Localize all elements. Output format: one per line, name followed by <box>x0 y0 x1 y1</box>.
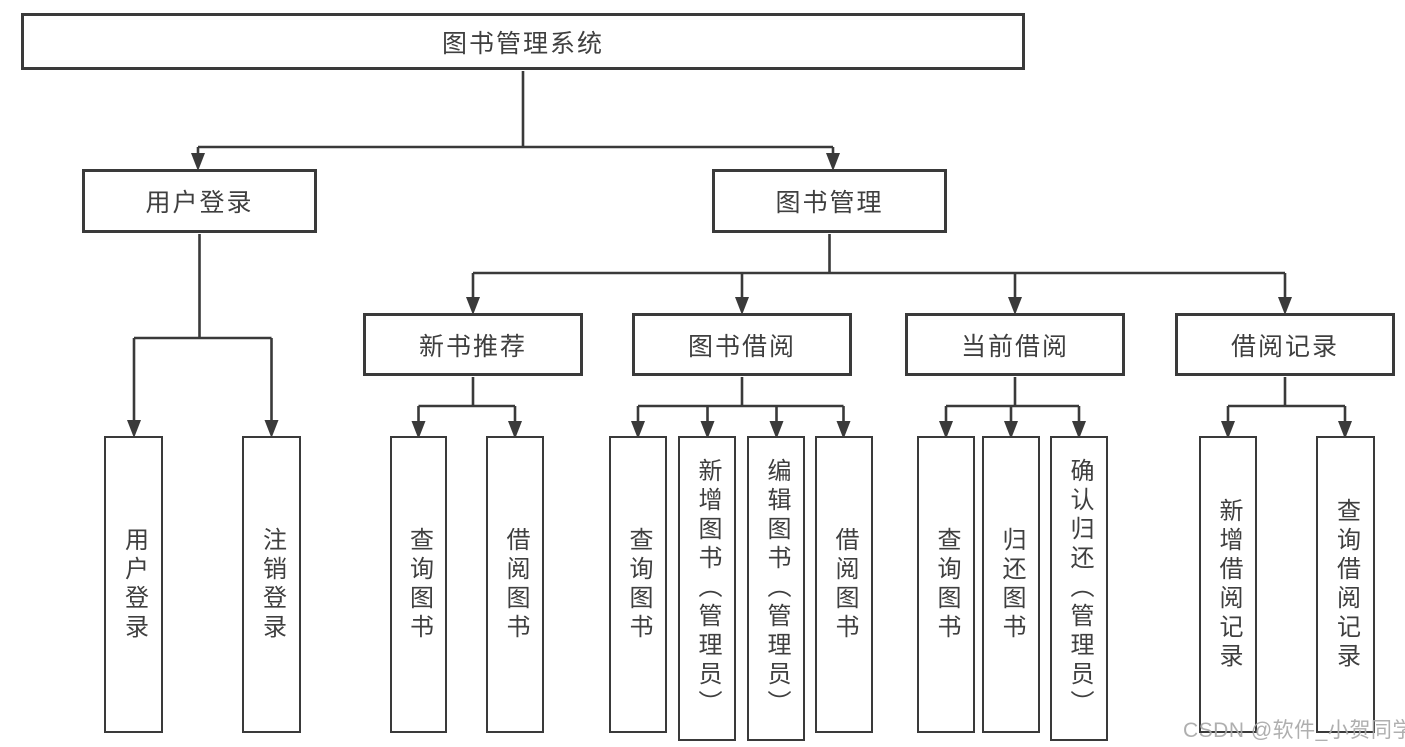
leaf-return-books-label: 归还图书 <box>998 526 1025 643</box>
node-root: 图书管理系统 <box>21 13 1025 70</box>
leaf-add-book-admin: 新增图书（管理员） <box>678 436 736 741</box>
node-new-book-recommend: 新书推荐 <box>363 313 583 376</box>
node-current-borrowing: 当前借阅 <box>905 313 1125 376</box>
leaf-query-books-recommend: 查询图书 <box>390 436 447 733</box>
node-book-management: 图书管理 <box>712 169 947 233</box>
leaf-user-login-label: 用户登录 <box>120 526 148 643</box>
node-book-management-label: 图书管理 <box>775 189 884 217</box>
leaf-add-borrow-record-label: 新增借阅记录 <box>1215 497 1242 672</box>
leaf-borrow-books-borrowing: 借阅图书 <box>815 436 873 733</box>
leaf-edit-book-admin-label: 编辑图书（管理员） <box>763 458 790 719</box>
node-new-book-recommend-label: 新书推荐 <box>418 332 527 361</box>
leaf-query-books-borrowing: 查询图书 <box>609 436 667 733</box>
leaf-query-books-recommend-label: 查询图书 <box>405 526 433 643</box>
node-borrowing-records-label: 借阅记录 <box>1230 332 1339 361</box>
leaf-borrow-books-borrowing-label: 借阅图书 <box>831 526 858 643</box>
leaf-query-books-current: 查询图书 <box>917 436 975 733</box>
leaf-query-books-current-label: 查询图书 <box>933 526 960 643</box>
leaf-logout: 注销登录 <box>242 436 301 733</box>
node-current-borrowing-label: 当前借阅 <box>960 332 1069 361</box>
node-borrowing-records: 借阅记录 <box>1175 313 1395 376</box>
leaf-confirm-return-admin-label: 确认归还（管理员） <box>1066 458 1093 719</box>
leaf-logout-label: 注销登录 <box>258 526 286 643</box>
leaf-borrow-books-recommend-label: 借阅图书 <box>502 526 529 643</box>
watermark: CSDN @软件_小贺同学 <box>1183 719 1405 742</box>
arrowhead-icons <box>127 153 1352 439</box>
node-user-login-label: 用户登录 <box>145 189 254 217</box>
leaf-user-login: 用户登录 <box>104 436 163 733</box>
node-book-borrowing-label: 图书借阅 <box>687 332 796 361</box>
leaf-add-book-admin-label: 新增图书（管理员） <box>694 458 721 719</box>
leaf-query-borrow-record-label: 查询借阅记录 <box>1332 497 1360 672</box>
leaf-query-borrow-record: 查询借阅记录 <box>1316 436 1375 733</box>
node-root-label: 图书管理系统 <box>441 29 604 58</box>
node-user-login: 用户登录 <box>82 169 317 233</box>
node-book-borrowing: 图书借阅 <box>632 313 852 376</box>
leaf-confirm-return-admin: 确认归还（管理员） <box>1050 436 1108 741</box>
leaf-return-books: 归还图书 <box>982 436 1040 733</box>
leaf-borrow-books-recommend: 借阅图书 <box>486 436 544 733</box>
leaf-query-books-borrowing-label: 查询图书 <box>625 526 652 643</box>
leaf-add-borrow-record: 新增借阅记录 <box>1199 436 1257 733</box>
leaf-edit-book-admin: 编辑图书（管理员） <box>747 436 805 741</box>
